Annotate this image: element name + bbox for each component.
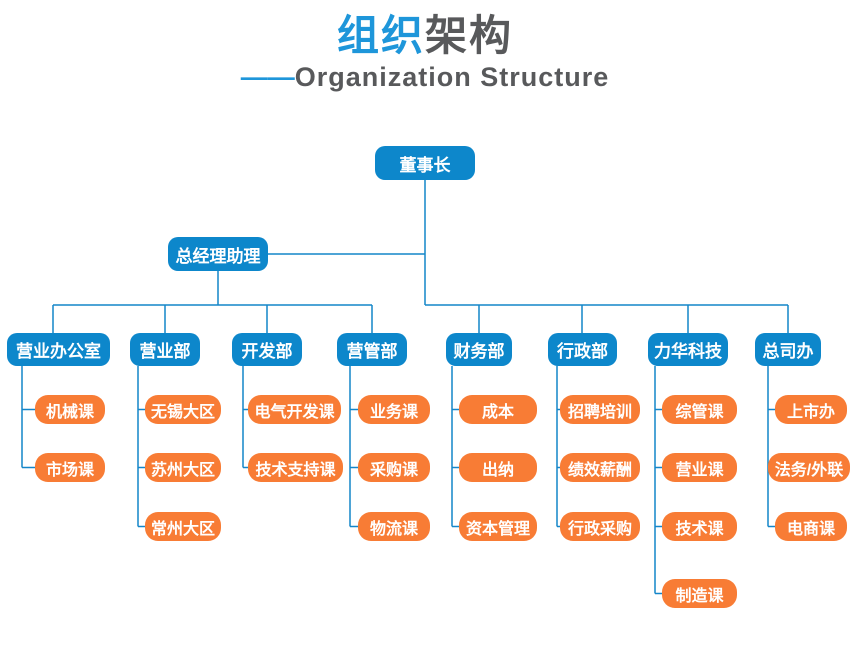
- child-node-5-1: 绩效薪酬: [560, 453, 640, 482]
- child-node-4-1: 出纳: [459, 453, 537, 482]
- dept-node-1: 营业部: [130, 333, 200, 366]
- title-primary: 组织: [336, 12, 425, 59]
- dept-node-0: 营业办公室: [7, 333, 110, 366]
- child-node-5-2: 行政采购: [560, 512, 640, 541]
- page-title: 组织架构: [0, 12, 850, 60]
- subtitle-text: Organization Structure: [294, 62, 610, 93]
- child-node-1-2: 常州大区: [145, 512, 221, 541]
- dept-node-2: 开发部: [232, 333, 302, 366]
- dept-node-7: 总司办: [755, 333, 821, 366]
- child-node-1-0: 无锡大区: [145, 395, 221, 424]
- child-node-0-0: 机械课: [35, 395, 105, 424]
- root-node-chairman: 董事长: [375, 146, 475, 180]
- child-node-4-2: 资本管理: [459, 512, 537, 541]
- child-node-0-1: 市场课: [35, 453, 105, 482]
- child-node-6-0: 综管课: [662, 395, 737, 424]
- child-node-7-2: 电商课: [775, 512, 847, 541]
- child-node-3-2: 物流课: [358, 512, 430, 541]
- child-node-6-3: 制造课: [662, 579, 737, 608]
- child-node-7-1: 法务/外联: [768, 453, 850, 482]
- child-node-5-0: 招聘培训: [560, 395, 640, 424]
- title-secondary: 架构: [425, 12, 514, 59]
- dept-node-6: 力华科技: [648, 333, 728, 366]
- child-node-2-0: 电气开发课: [248, 395, 341, 424]
- child-node-7-0: 上市办: [775, 395, 847, 424]
- child-node-3-0: 业务课: [358, 395, 430, 424]
- child-node-1-1: 苏州大区: [145, 453, 221, 482]
- dept-node-4: 财务部: [446, 333, 512, 366]
- dept-node-3: 营管部: [337, 333, 407, 366]
- dept-node-5: 行政部: [548, 333, 617, 366]
- assistant-node: 总经理助理: [168, 237, 268, 271]
- child-node-3-1: 采购课: [358, 453, 430, 482]
- child-node-4-0: 成本: [459, 395, 537, 424]
- subtitle-dash-icon: ——: [240, 62, 295, 93]
- child-node-6-2: 技术课: [662, 512, 737, 541]
- chart-header: 组织架构 ——Organization Structure: [0, 12, 850, 93]
- child-node-6-1: 营业课: [662, 453, 737, 482]
- page-subtitle: ——Organization Structure: [0, 62, 850, 93]
- child-node-2-1: 技术支持课: [248, 453, 343, 482]
